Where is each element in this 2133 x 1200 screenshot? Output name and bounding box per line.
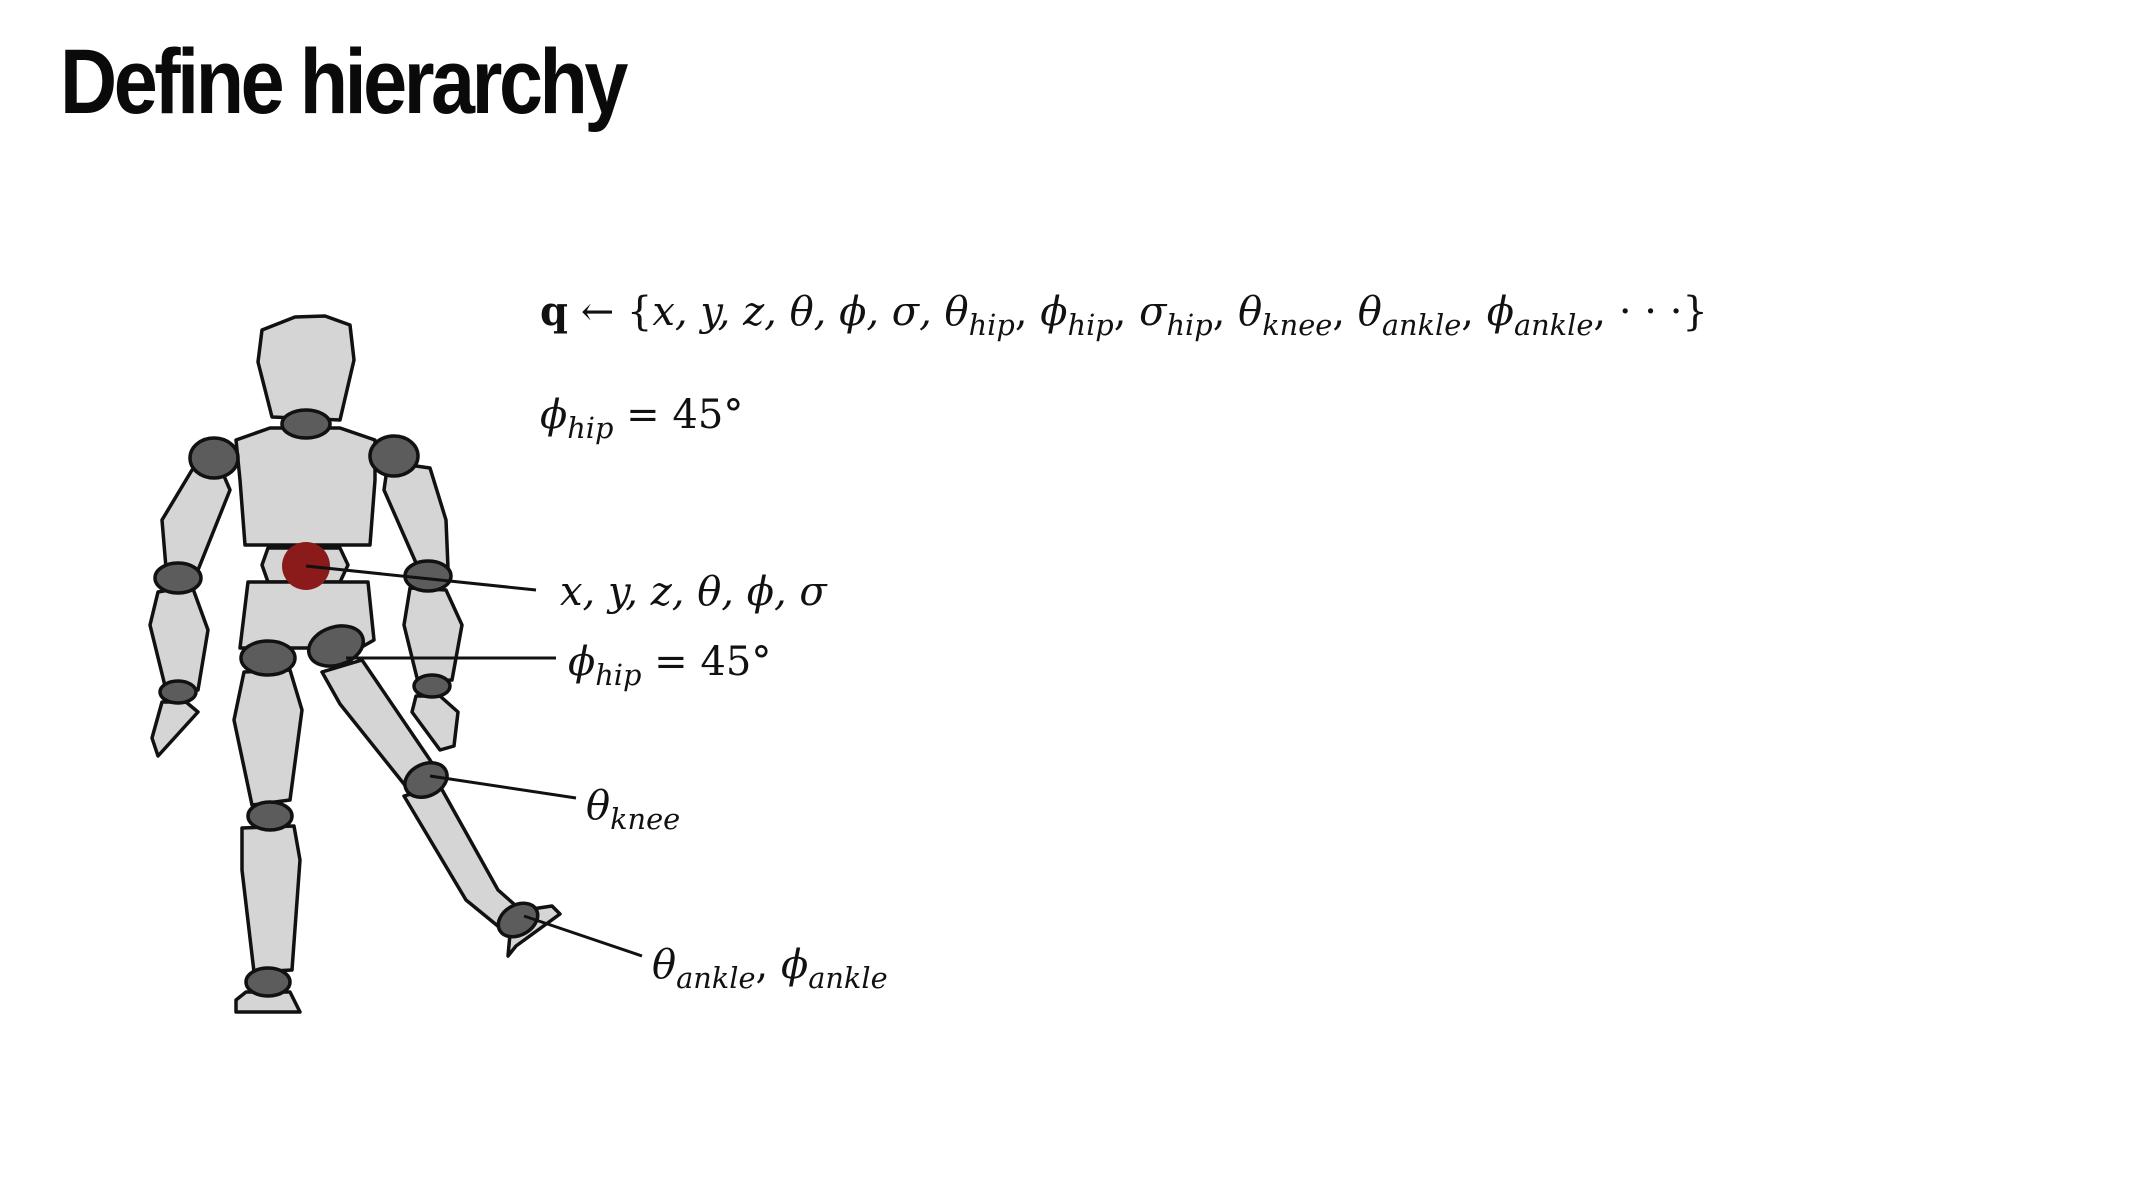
- left-ankle-joint: [244, 966, 292, 998]
- left-hand: [150, 700, 200, 758]
- left-elbow-joint: [153, 561, 203, 595]
- left-thigh: [232, 668, 304, 807]
- slide-title: Define hierarchy: [60, 31, 628, 133]
- left-hip-joint: [239, 639, 297, 677]
- left-knee-joint: [246, 800, 294, 832]
- root-joint-label: x, y, z, θ, ϕ, σ: [560, 569, 827, 615]
- right-shoulder-joint: [368, 434, 420, 478]
- left-shin: [240, 824, 302, 974]
- knee-joint-label: θknee: [586, 783, 681, 837]
- hip-joint-label: ϕhip = 45°: [568, 639, 772, 693]
- right-hip-joint: [306, 624, 366, 668]
- left-shoulder-joint: [188, 436, 240, 480]
- left-wrist-joint: [158, 679, 198, 705]
- chest: [234, 426, 377, 547]
- ankle-joint-label: θankle, ϕankle: [652, 942, 888, 996]
- left-forearm: [148, 584, 210, 692]
- head: [256, 314, 356, 422]
- leader-ankle: [523, 914, 643, 958]
- leader-root: [305, 564, 537, 592]
- right-ankle-joint: [496, 901, 540, 939]
- state-vector-equation: q ← {x, y, z, θ, ϕ, σ, θhip, ϕhip, σhip,…: [540, 288, 1708, 343]
- neck-joint: [280, 408, 332, 440]
- right-knee-joint: [403, 761, 449, 799]
- leader-knee: [429, 774, 577, 800]
- hip-angle-equation: ϕhip = 45°: [540, 392, 744, 446]
- right-forearm: [402, 586, 464, 684]
- right-wrist-joint: [412, 673, 452, 699]
- right-upper-arm: [382, 460, 450, 574]
